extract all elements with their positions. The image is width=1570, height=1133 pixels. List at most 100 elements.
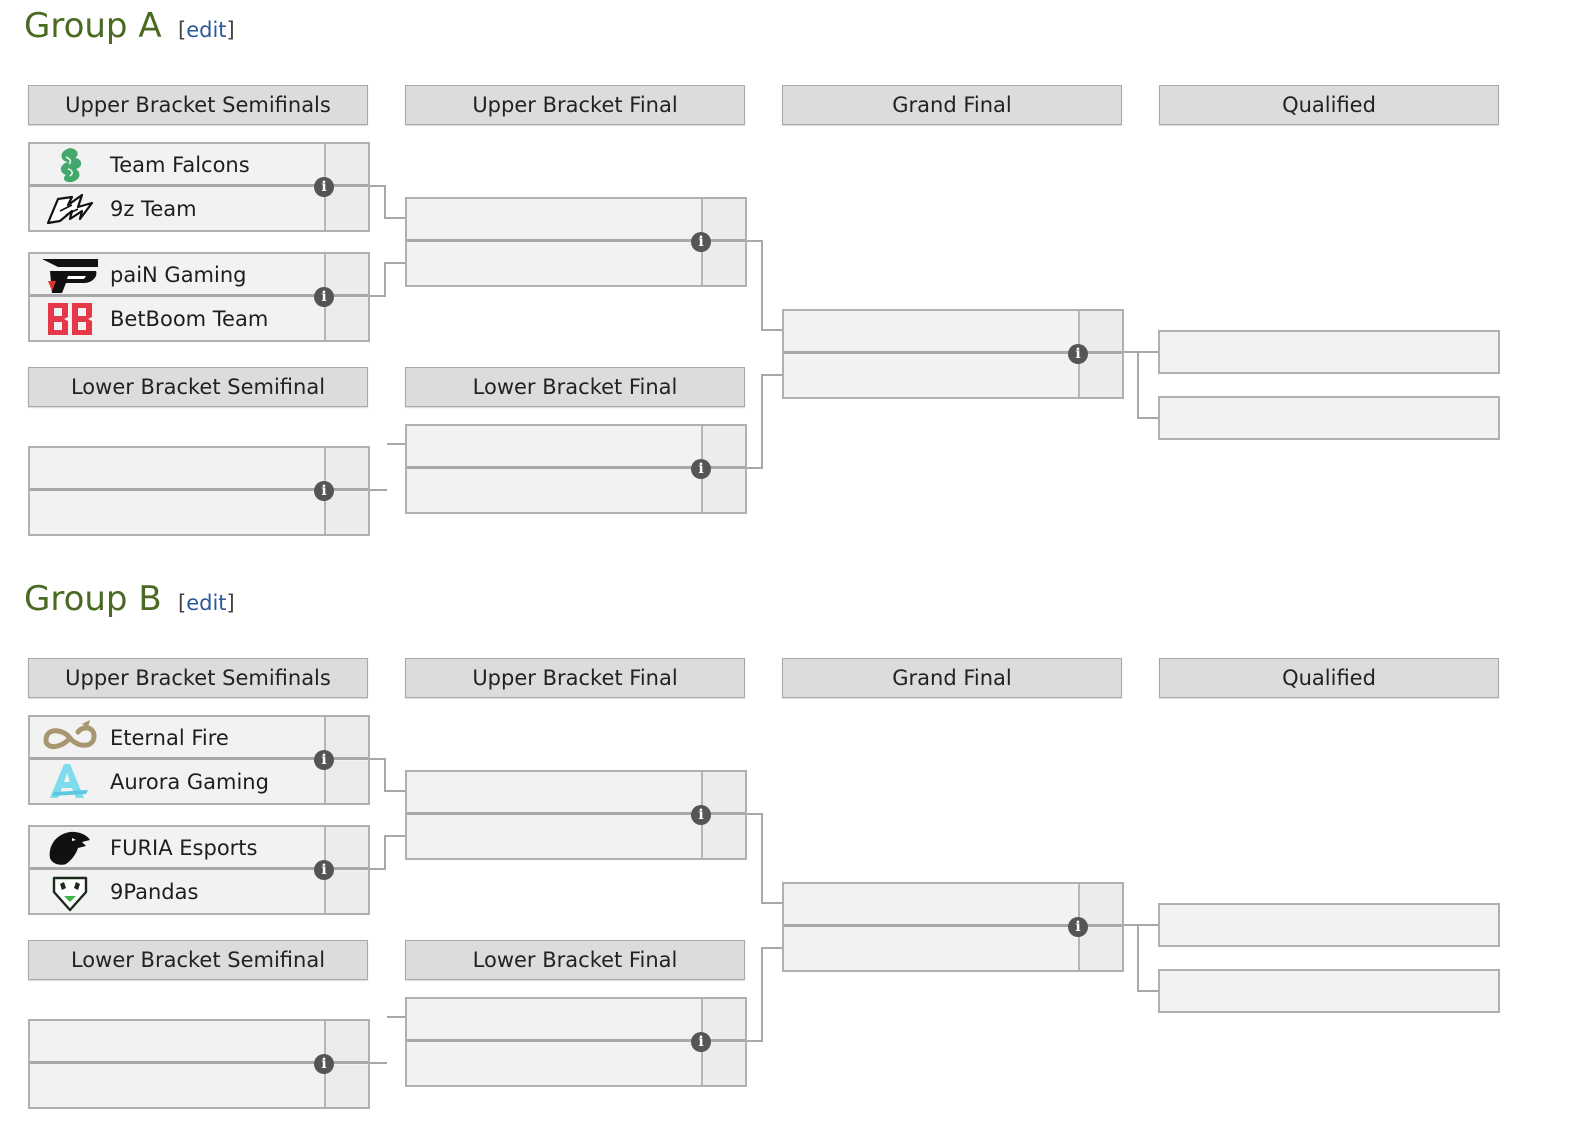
header-qualified: Qualified	[1159, 658, 1499, 698]
header-lower-bracket-semifinal: Lower Bracket Semifinal	[28, 367, 368, 407]
match-slot-team1[interactable]	[407, 999, 701, 1042]
match-lower-bracket-final: i	[405, 424, 747, 514]
edit-link-label[interactable]: edit	[186, 591, 227, 615]
header-lower-bracket-semifinal: Lower Bracket Semifinal	[28, 940, 368, 980]
match-slot-team2[interactable]: 9Pandas	[30, 871, 324, 914]
match-upper-semifinal-2: FURIA Esports 9Pandas i	[28, 825, 370, 915]
group-title: Group A	[24, 6, 162, 46]
betboom-logo-icon	[48, 303, 92, 335]
score-cell	[324, 761, 368, 803]
edit-link[interactable]: [edit]	[178, 591, 235, 615]
bracket-connector-lines	[369, 185, 1158, 491]
match-slot-team1[interactable]: Team Falcons	[30, 144, 324, 187]
edit-link-label[interactable]: edit	[186, 18, 227, 42]
match-slot-team1[interactable]: FURIA Esports	[30, 827, 324, 870]
qualified-slot-1[interactable]	[1158, 330, 1500, 374]
score-cell	[701, 470, 745, 512]
group-b: Group B [edit] Upper Bracket Semifinals …	[0, 573, 1570, 1133]
header-upper-bracket-semifinals: Upper Bracket Semifinals	[28, 85, 368, 125]
group-a: Group A [edit] Upper Bracket Semifinals …	[0, 0, 1570, 560]
match-grand-final: i	[782, 309, 1124, 399]
match-info-icon[interactable]: i	[691, 459, 711, 479]
team-name: paiN Gaming	[110, 263, 247, 287]
match-info-icon[interactable]: i	[691, 805, 711, 825]
header-upper-bracket-final: Upper Bracket Final	[405, 85, 745, 125]
header-lower-bracket-final: Lower Bracket Final	[405, 367, 745, 407]
match-info-icon[interactable]: i	[1068, 917, 1088, 937]
match-slot-team2[interactable]: Aurora Gaming	[30, 761, 324, 804]
bracket-connector-lines	[369, 758, 1158, 1064]
score-cell	[701, 243, 745, 285]
match-upper-semifinal-1: Team Falcons 9z Team i	[28, 142, 370, 232]
score-cell	[1078, 355, 1122, 397]
score-cell	[324, 298, 368, 340]
match-slot-team2[interactable]: 9z Team	[30, 188, 324, 231]
score-cell	[1078, 928, 1122, 970]
match-info-icon[interactable]: i	[691, 232, 711, 252]
team-name: Aurora Gaming	[110, 770, 269, 794]
match-slot-team1[interactable]: Eternal Fire	[30, 717, 324, 760]
match-info-icon[interactable]: i	[314, 481, 334, 501]
group-title: Group B	[24, 579, 162, 619]
match-slot-team2[interactable]	[30, 492, 324, 535]
match-info-icon[interactable]: i	[314, 750, 334, 770]
match-info-icon[interactable]: i	[314, 177, 334, 197]
match-slot-team2[interactable]: BetBoom Team	[30, 298, 324, 341]
match-slot-team1[interactable]	[407, 426, 701, 469]
match-upper-bracket-final: i	[405, 197, 747, 287]
score-cell	[701, 816, 745, 858]
match-slot-team2[interactable]	[407, 1043, 701, 1086]
match-slot-team2[interactable]	[407, 243, 701, 286]
9pandas-logo-icon	[52, 876, 88, 912]
match-lower-bracket-semifinal: i	[28, 446, 370, 536]
match-lower-bracket-final: i	[405, 997, 747, 1087]
match-upper-bracket-final: i	[405, 770, 747, 860]
score-cell	[701, 1043, 745, 1085]
header-upper-bracket-final: Upper Bracket Final	[405, 658, 745, 698]
header-grand-final: Grand Final	[782, 658, 1122, 698]
header-lower-bracket-final: Lower Bracket Final	[405, 940, 745, 980]
edit-link[interactable]: [edit]	[178, 18, 235, 42]
team-falcons-logo-icon	[60, 148, 82, 183]
header-grand-final: Grand Final	[782, 85, 1122, 125]
match-slot-team1[interactable]	[784, 311, 1078, 354]
aurora-gaming-logo-icon	[50, 764, 88, 798]
team-name: Team Falcons	[110, 153, 250, 177]
match-slot-team1[interactable]	[30, 448, 324, 491]
match-info-icon[interactable]: i	[314, 1054, 334, 1074]
match-slot-team1[interactable]	[407, 199, 701, 242]
furia-logo-icon	[49, 831, 90, 865]
header-upper-bracket-semifinals: Upper Bracket Semifinals	[28, 658, 368, 698]
9z-team-logo-icon	[46, 193, 94, 225]
match-slot-team1[interactable]: paiN Gaming	[30, 254, 324, 297]
team-name: FURIA Esports	[110, 836, 258, 860]
pain-gaming-logo-icon	[42, 259, 98, 293]
match-slot-team2[interactable]	[30, 1065, 324, 1108]
header-qualified: Qualified	[1159, 85, 1499, 125]
match-slot-team2[interactable]	[407, 470, 701, 513]
score-cell	[324, 871, 368, 913]
match-upper-semifinal-1: Eternal Fire Aurora Gaming i	[28, 715, 370, 805]
team-name: BetBoom Team	[110, 307, 269, 331]
match-slot-team1[interactable]	[784, 884, 1078, 927]
eternal-fire-logo-icon	[43, 720, 97, 749]
match-info-icon[interactable]: i	[314, 287, 334, 307]
match-info-icon[interactable]: i	[314, 860, 334, 880]
match-slot-team2[interactable]	[784, 355, 1078, 398]
match-slot-team2[interactable]	[784, 928, 1078, 971]
match-info-icon[interactable]: i	[1068, 344, 1088, 364]
match-slot-team1[interactable]	[30, 1021, 324, 1064]
match-slot-team1[interactable]	[407, 772, 701, 815]
team-name: Eternal Fire	[110, 726, 229, 750]
match-grand-final: i	[782, 882, 1124, 972]
qualified-slot-2[interactable]	[1158, 969, 1500, 1013]
qualified-slot-1[interactable]	[1158, 903, 1500, 947]
score-cell	[324, 254, 368, 297]
score-cell	[324, 1065, 368, 1107]
score-cell	[324, 188, 368, 230]
match-info-icon[interactable]: i	[691, 1032, 711, 1052]
qualified-slot-2[interactable]	[1158, 396, 1500, 440]
match-slot-team2[interactable]	[407, 816, 701, 859]
team-name: 9Pandas	[110, 880, 199, 904]
match-upper-semifinal-2: paiN Gaming BetBoom Team i	[28, 252, 370, 342]
